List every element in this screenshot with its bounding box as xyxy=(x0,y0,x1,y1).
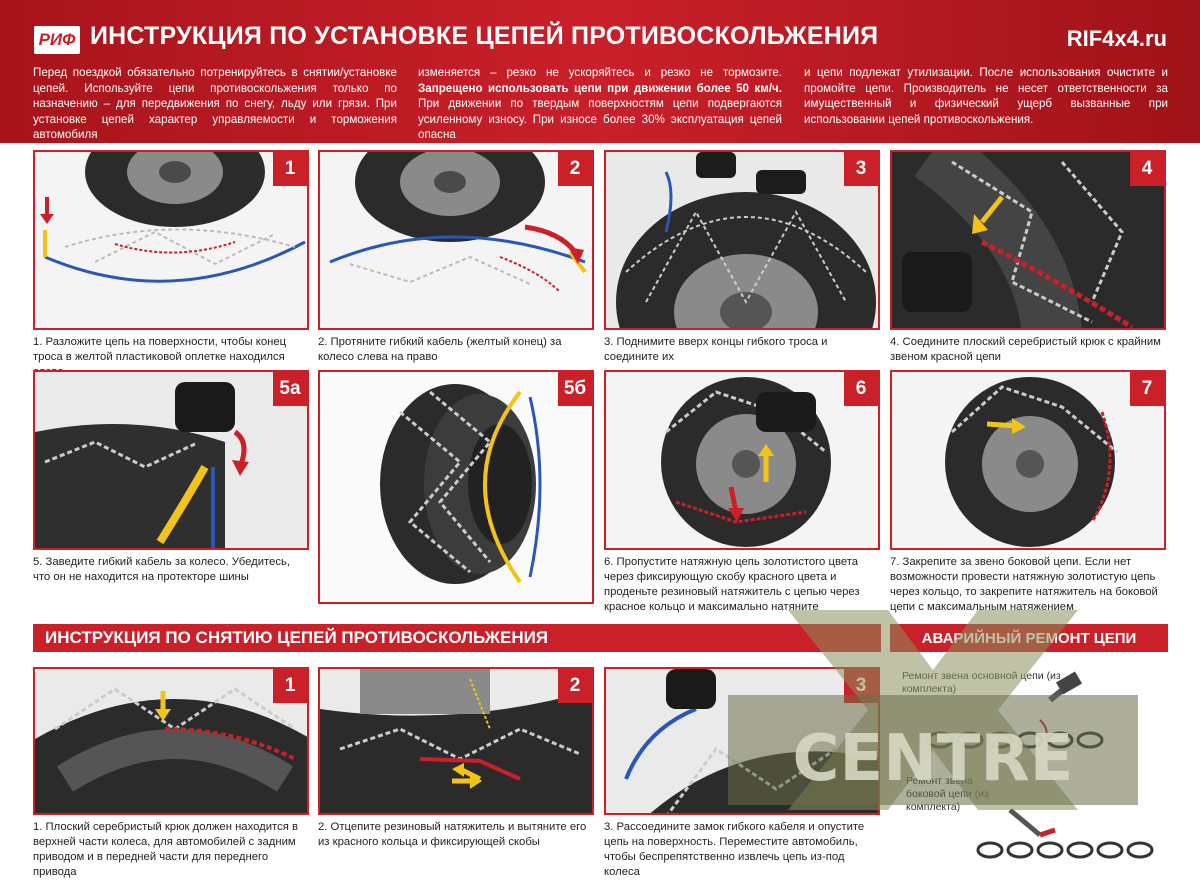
install-step-5a: 5а 5. Заведите гибкий кабель за колесо. … xyxy=(33,370,309,585)
step-image: 5а xyxy=(33,370,309,550)
step-number-badge: 1 xyxy=(273,669,307,703)
tire-chain-illustration xyxy=(320,152,592,328)
step-image: 3 xyxy=(604,150,880,330)
step-number-badge: 3 xyxy=(844,152,878,186)
brand-logo: РИФ xyxy=(34,26,80,54)
step-caption: 6. Пропустите натяжную цепь золотистого … xyxy=(604,556,860,613)
step-image: 2 xyxy=(318,667,594,815)
tire-chain-illustration xyxy=(320,372,592,602)
step-caption: 7. Закрепите за звено боковой цепи. Если… xyxy=(890,556,1158,613)
site-link[interactable]: RIF4x4.ru xyxy=(1066,26,1167,51)
speed-warning: Запрещено использовать цепи при движении… xyxy=(418,81,782,95)
removal-step-1: 1 1. Плоский серебристый крюк должен нах… xyxy=(33,667,309,880)
step-caption: 2. Отцепите резиновый натяжитель и вытян… xyxy=(318,821,587,848)
tire-chain-illustration xyxy=(892,152,1164,328)
chain-repair-illustration xyxy=(926,671,1154,859)
step-number-badge: 5б xyxy=(558,372,592,406)
step-number-badge: 5а xyxy=(273,372,307,406)
step-image: 1 xyxy=(33,150,309,330)
step-number-badge: 3 xyxy=(844,669,878,703)
step-image: 6 xyxy=(604,370,880,550)
install-step-4: 4 4. Соедините плоский серебристый крюк … xyxy=(890,150,1166,365)
step-number-badge: 4 xyxy=(1130,152,1164,186)
install-step-7: 7 7. Закрепите за звено боковой цепи. Ес… xyxy=(890,370,1166,615)
step-number-badge: 2 xyxy=(558,152,592,186)
removal-step-2: 2 2. Отцепите резиновый натяжитель и выт… xyxy=(318,667,594,850)
step-image: 3 xyxy=(604,667,880,815)
intro-column-1: Перед поездкой обязательно потренируйтес… xyxy=(33,66,397,141)
repair-panel: Ремонт звена основной цепи (из комплекта… xyxy=(890,660,1168,880)
step-caption: 3. Поднимите вверх концы гибкого троса и… xyxy=(604,336,828,363)
step-caption: 1. Плоский серебристый крюк должен наход… xyxy=(33,821,299,878)
step-number-badge: 1 xyxy=(273,152,307,186)
step-caption: 1. Разложите цепь на поверхности, чтобы … xyxy=(33,336,287,378)
step-number-badge: 6 xyxy=(844,372,878,406)
step-caption: 3. Рассоедините замок гибкого кабеля и о… xyxy=(604,821,865,878)
tire-chain-illustration xyxy=(606,152,878,328)
step-image: 7 xyxy=(890,370,1166,550)
step-caption: 4. Соедините плоский серебристый крюк с … xyxy=(890,336,1161,363)
removal-section-title: ИНСТРУКЦИЯ ПО СНЯТИЮ ЦЕПЕЙ ПРОТИВОСКОЛЬЖ… xyxy=(33,624,881,652)
tire-chain-illustration xyxy=(606,669,878,813)
step-caption: 2. Протяните гибкий кабель (желтый конец… xyxy=(318,336,562,363)
install-step-3: 3 3. Поднимите вверх концы гибкого троса… xyxy=(604,150,880,365)
intro-column-2: изменяется – резко не ускоряйтесь и резк… xyxy=(418,66,782,141)
step-image: 5б xyxy=(318,370,594,604)
step-image: 2 xyxy=(318,150,594,330)
step-image: 4 xyxy=(890,150,1166,330)
step-number-badge: 2 xyxy=(558,669,592,703)
install-step-5b: 5б xyxy=(318,370,594,604)
header-banner: РИФ ИНСТРУКЦИЯ ПО УСТАНОВКЕ ЦЕПЕЙ ПРОТИВ… xyxy=(0,0,1200,143)
removal-step-3: 3 3. Рассоедините замок гибкого кабеля и… xyxy=(604,667,880,880)
repair-section-title: АВАРИЙНЫЙ РЕМОНТ ЦЕПИ xyxy=(890,624,1168,652)
install-step-2: 2 2. Протяните гибкий кабель (желтый кон… xyxy=(318,150,594,365)
step-number-badge: 7 xyxy=(1130,372,1164,406)
tire-chain-illustration xyxy=(35,669,307,813)
tire-chain-illustration xyxy=(892,372,1164,548)
tire-chain-illustration xyxy=(606,372,878,548)
intro-column-3: и цепи подлежат утилизации. После исполь… xyxy=(804,66,1168,126)
install-step-6: 6 6. Пропустите натяжную цепь золотистог… xyxy=(604,370,880,615)
step-image: 1 xyxy=(33,667,309,815)
install-step-1: 1 1. Разложите цепь на поверхности, чтоб… xyxy=(33,150,309,380)
page-title: ИНСТРУКЦИЯ ПО УСТАНОВКЕ ЦЕПЕЙ ПРОТИВОСКО… xyxy=(90,22,879,50)
tire-chain-illustration xyxy=(320,669,592,813)
step-caption: 5. Заведите гибкий кабель за колесо. Убе… xyxy=(33,556,291,583)
tire-chain-illustration xyxy=(35,152,307,328)
tire-chain-illustration xyxy=(35,372,307,548)
